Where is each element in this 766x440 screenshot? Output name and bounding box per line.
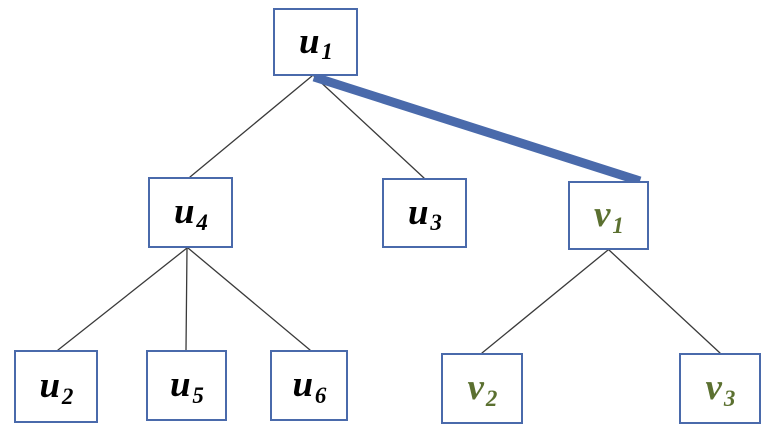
edge-u4-u6 — [187, 247, 311, 351]
edge-u4-u2 — [57, 247, 188, 351]
node-label-subscript-u4: 4 — [196, 209, 209, 235]
node-label-base-u2: u — [39, 365, 61, 406]
node-label-u6: u6 — [292, 364, 326, 407]
node-label-subscript-v3: 3 — [723, 385, 736, 411]
edge-v1-v3 — [608, 249, 721, 354]
node-label-subscript-u2: 2 — [61, 383, 74, 409]
node-label-base-v3: v — [705, 367, 723, 408]
node-label-v2: v2 — [467, 367, 498, 410]
node-v3[interactable]: v3 — [679, 353, 761, 424]
node-label-base-v1: v — [594, 194, 611, 235]
node-v2[interactable]: v2 — [441, 353, 523, 424]
edge-u4-u5 — [185, 247, 188, 351]
node-u5[interactable]: u5 — [146, 350, 227, 421]
node-label-subscript-u3: 3 — [430, 210, 443, 236]
node-u6[interactable]: u6 — [270, 350, 348, 421]
node-label-base-u5: u — [169, 364, 192, 405]
node-label-base-u3: u — [407, 191, 430, 233]
node-label-v1: v1 — [594, 194, 624, 237]
node-v1[interactable]: v1 — [568, 181, 649, 250]
edge-v1-v2 — [481, 249, 609, 354]
node-u1[interactable]: u1 — [273, 8, 358, 76]
node-label-u2: u2 — [39, 365, 73, 408]
node-label-subscript-v1: 1 — [612, 212, 625, 238]
node-label-subscript-v2: 2 — [485, 385, 498, 411]
node-label-u1: u1 — [298, 20, 333, 64]
node-label-v3: v3 — [705, 367, 736, 410]
node-u2[interactable]: u2 — [14, 350, 98, 423]
edge-u1-u3 — [313, 75, 425, 179]
node-label-subscript-u5: 5 — [192, 382, 205, 408]
node-label-subscript-u6: 6 — [314, 382, 327, 408]
node-u3[interactable]: u3 — [382, 178, 467, 248]
node-label-u5: u5 — [169, 364, 204, 407]
node-label-base-u6: u — [292, 364, 314, 405]
node-label-u3: u3 — [407, 191, 442, 235]
node-u4[interactable]: u4 — [148, 177, 233, 248]
node-label-base-u1: u — [298, 20, 321, 62]
edge-u1-v1 — [312, 72, 642, 186]
node-label-base-v2: v — [467, 367, 485, 408]
edge-u1-u4 — [189, 75, 313, 178]
node-label-u4: u4 — [173, 191, 208, 234]
node-label-subscript-u1: 1 — [321, 39, 334, 65]
node-label-base-u4: u — [173, 191, 196, 232]
